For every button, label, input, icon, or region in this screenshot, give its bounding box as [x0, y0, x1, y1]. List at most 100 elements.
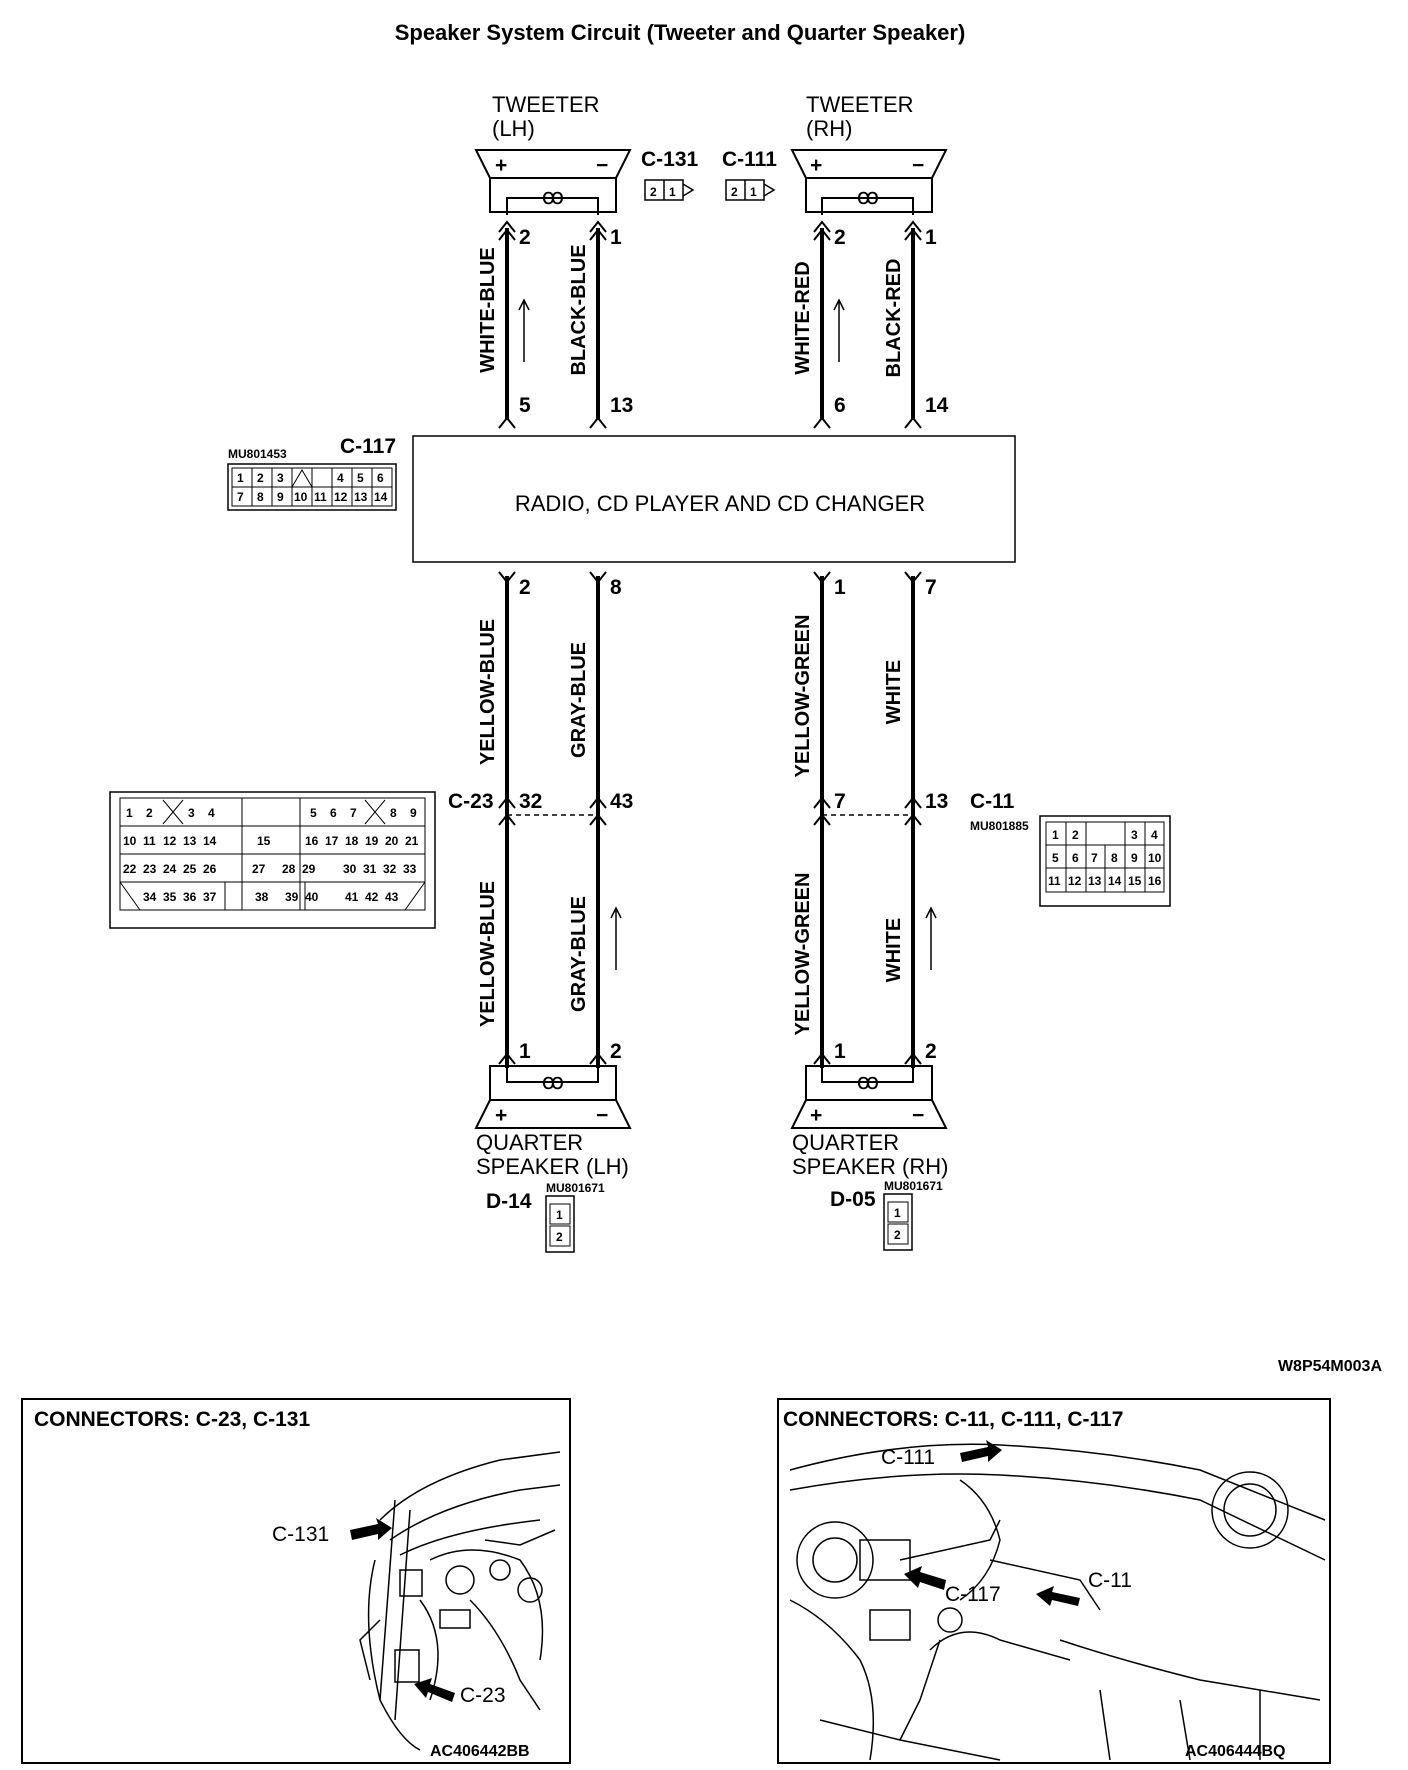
svg-text:3: 3 [1131, 828, 1138, 842]
tweeter-rh-coil-lead [821, 197, 914, 215]
svg-text:20: 20 [385, 834, 399, 848]
callout-c11: C-11 [1088, 1569, 1132, 1592]
svg-text:43: 43 [385, 890, 399, 904]
tweeter-rh-base [805, 177, 933, 213]
svg-text:1: 1 [750, 185, 757, 199]
svg-text:5: 5 [1052, 851, 1059, 865]
arrow-c117-icon [904, 1566, 946, 1590]
arrow-c131-icon [350, 1518, 392, 1540]
diagram-code: W8P54M003A [1278, 1358, 1382, 1375]
svg-text:2: 2 [556, 1230, 563, 1244]
svg-text:28: 28 [282, 862, 296, 876]
svg-text:1: 1 [237, 471, 244, 485]
svg-text:4: 4 [208, 806, 215, 820]
tweeter-lh-minus: − [596, 154, 608, 177]
svg-text:27: 27 [252, 862, 266, 876]
c117-part-no: MU801453 [228, 447, 287, 461]
svg-text:35: 35 [163, 890, 177, 904]
svg-text:4: 4 [337, 471, 344, 485]
svg-text:10: 10 [123, 834, 137, 848]
connector-c23 [109, 791, 436, 929]
pin-radio-8: 8 [610, 576, 622, 599]
svg-text:36: 36 [183, 890, 197, 904]
svg-text:7: 7 [1091, 851, 1098, 865]
svg-text:31: 31 [363, 862, 377, 876]
svg-text:10: 10 [1148, 851, 1162, 865]
svg-text:7: 7 [237, 490, 244, 504]
svg-text:12: 12 [1068, 874, 1082, 888]
svg-text:23: 23 [143, 862, 157, 876]
pin-quarter-lh-1: 1 [519, 1040, 531, 1063]
svg-text:2: 2 [731, 185, 738, 199]
svg-text:40: 40 [305, 890, 319, 904]
connector-c11 [1039, 815, 1171, 907]
svg-text:6: 6 [1072, 851, 1079, 865]
quarter-lh-minus: − [596, 1104, 608, 1127]
quarter-rh-plus: + [810, 1104, 822, 1127]
svg-text:11: 11 [143, 834, 156, 848]
svg-text:2: 2 [146, 806, 153, 820]
locator-left-title: CONNECTORS: C-23, C-131 [34, 1408, 310, 1431]
svg-text:3: 3 [188, 806, 195, 820]
tweeter-lh-name: TWEETER [492, 92, 600, 117]
dashboard-illustration-left [359, 1451, 561, 1751]
label-gray-blue-upper: GRAY-BLUE [568, 642, 590, 758]
svg-text:16: 16 [305, 834, 319, 848]
d14-label: D-14 [486, 1190, 532, 1213]
svg-text:25: 25 [183, 862, 197, 876]
svg-text:16: 16 [1148, 874, 1162, 888]
c11-label: C-11 [970, 790, 1015, 813]
tweeter-lh-base [489, 177, 617, 213]
radio-unit-box [412, 435, 1016, 563]
svg-text:42: 42 [365, 890, 379, 904]
svg-text:2: 2 [894, 1228, 901, 1242]
top-chevrons [498, 220, 922, 429]
top-wires [505, 228, 915, 420]
radio-unit-label: RADIO, CD PLAYER AND CD CHANGER [515, 491, 925, 516]
svg-text:2: 2 [1072, 828, 1079, 842]
arrow-c11-icon [1036, 1586, 1080, 1606]
svg-text:38: 38 [255, 890, 269, 904]
label-yellow-green-upper: YELLOW-GREEN [792, 615, 814, 778]
pin-radio-2: 2 [519, 576, 531, 599]
pin-quarter-lh-2: 2 [610, 1040, 622, 1063]
quarter-rh-minus: − [912, 1104, 924, 1127]
svg-text:21: 21 [405, 834, 419, 848]
label-white-lower: WHITE [883, 918, 905, 982]
arrow-c111-icon [960, 1440, 1002, 1462]
tweeter-rh-plus: + [810, 154, 822, 177]
svg-text:14: 14 [1108, 874, 1122, 888]
quarter-lh-plus: + [495, 1104, 507, 1127]
connector-c131: C-131 2 1 [641, 148, 699, 201]
svg-text:6: 6 [377, 471, 384, 485]
svg-text:13: 13 [183, 834, 197, 848]
svg-text:8: 8 [1111, 851, 1118, 865]
d14-part-no: MU801671 [546, 1181, 605, 1195]
locator-panel-left: CONNECTORS: C-23, C-131 C-131 C-23 AC406… [21, 1398, 571, 1764]
current-arrows [518, 298, 937, 970]
tweeter-rh-side: (RH) [806, 116, 852, 141]
svg-text:26: 26 [203, 862, 217, 876]
pin-c23-32: 32 [519, 790, 542, 813]
svg-text:37: 37 [203, 890, 217, 904]
quarter-rh-coil-icon: ꝏ [857, 1069, 879, 1094]
svg-text:12: 12 [163, 834, 177, 848]
c117-label: C-117 [340, 435, 396, 458]
svg-text:32: 32 [383, 862, 397, 876]
pin-tweeter-rh-neg: 1 [925, 226, 937, 249]
c11-part-no: MU801885 [970, 819, 1029, 833]
quarter-speaker-rh: ꝏ + − QUARTER SPEAKER (RH) D-05 MU801671… [790, 1065, 948, 1251]
svg-text:33: 33 [403, 862, 417, 876]
svg-text:41: 41 [345, 890, 359, 904]
svg-text:4: 4 [1151, 828, 1158, 842]
locator-left-ref: AC406442BB [430, 1743, 530, 1760]
locator-right-ref: AC406444BQ [1185, 1743, 1286, 1760]
svg-text:11: 11 [1048, 874, 1061, 888]
svg-text:11: 11 [314, 490, 327, 504]
d05-label: D-05 [830, 1188, 876, 1211]
label-yellow-green-lower: YELLOW-GREEN [792, 873, 814, 1036]
svg-text:1: 1 [894, 1206, 901, 1220]
pin-quarter-rh-1: 1 [834, 1040, 846, 1063]
svg-text:29: 29 [302, 862, 316, 876]
